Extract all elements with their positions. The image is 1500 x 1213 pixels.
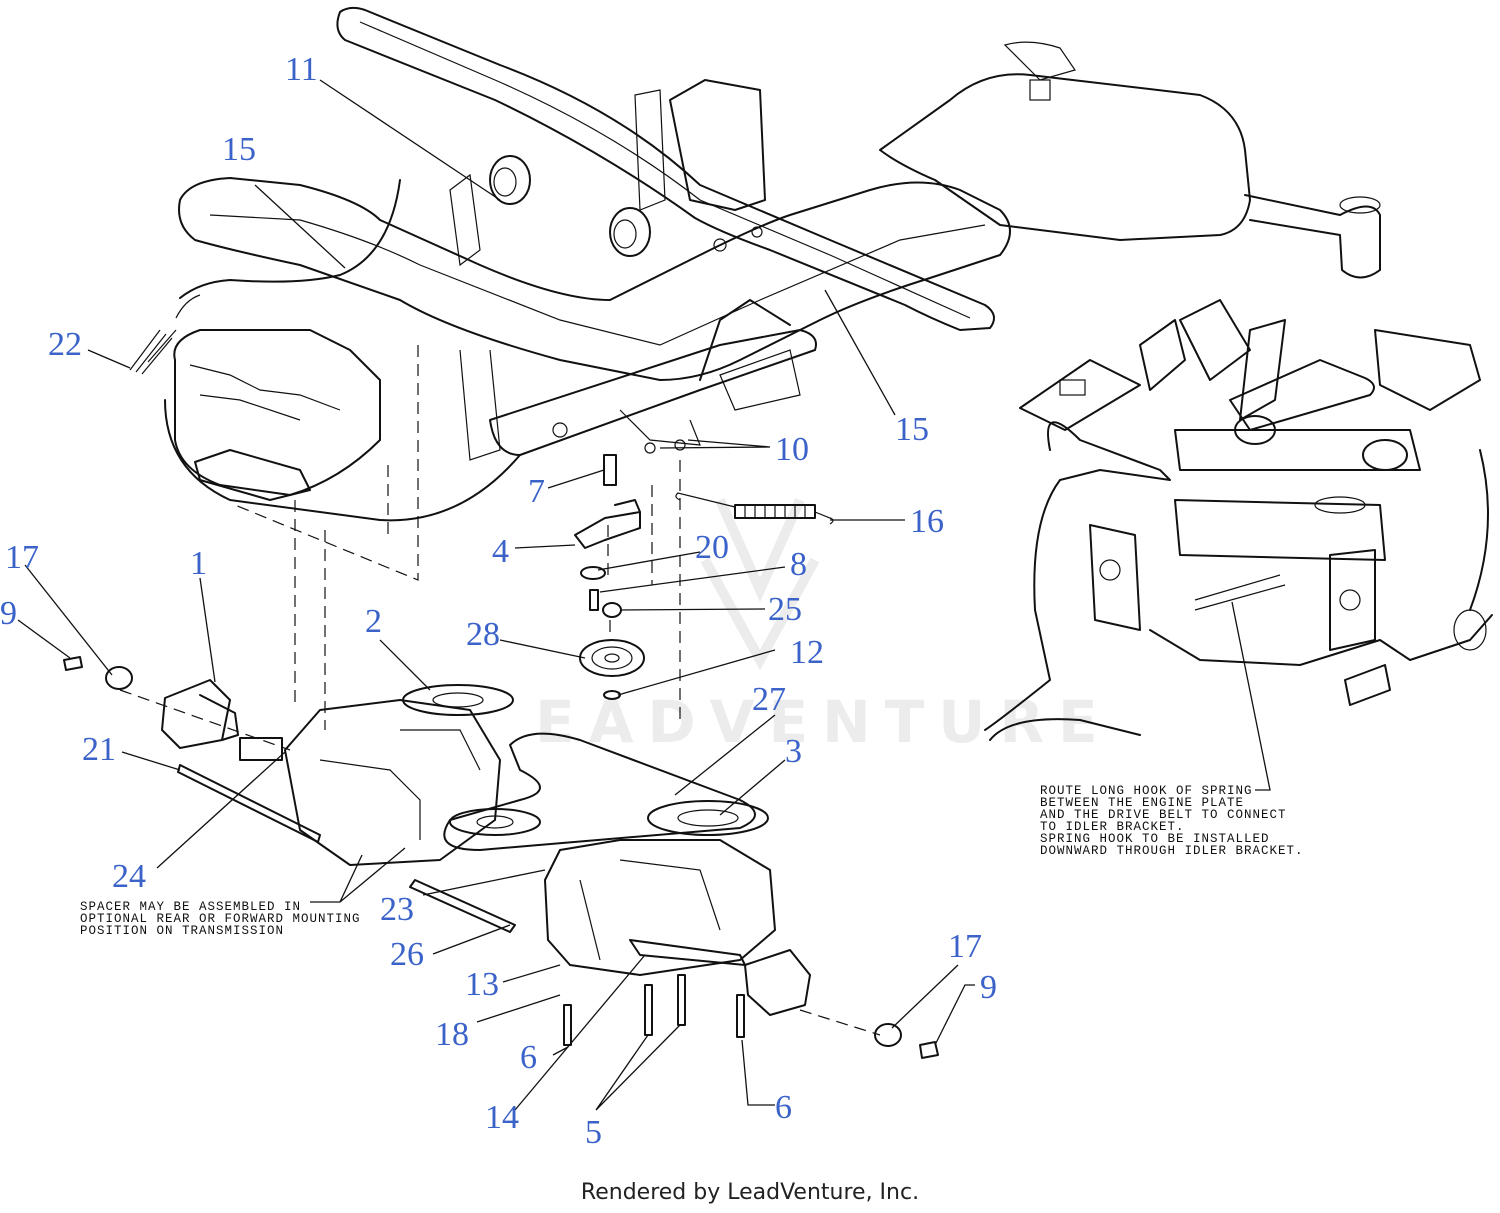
callout-21: 21	[82, 731, 116, 768]
leader-lines	[17, 79, 1271, 1111]
callout-4: 4	[492, 533, 509, 570]
right-hub	[563, 949, 939, 1059]
callout-17-left: 17	[5, 539, 39, 576]
spring-route-note-line: AND THE DRIVE BELT TO CONNECT	[1040, 808, 1287, 822]
callout-22: 22	[48, 326, 82, 363]
callout-10: 10	[775, 431, 809, 468]
spring-route-note-line: SPRING HOOK TO BE INSTALLED	[1040, 832, 1270, 846]
callout-2: 2	[365, 603, 382, 640]
spacer-note-line: SPACER MAY BE ASSEMBLED IN	[80, 900, 301, 914]
callout-25: 25	[768, 591, 802, 628]
frame-assembly	[164, 6, 1381, 522]
callout-24: 24	[112, 858, 146, 895]
idler-stack	[574, 454, 645, 700]
callout-18: 18	[435, 1016, 469, 1053]
left-transmission	[284, 684, 541, 866]
callout-23: 23	[380, 891, 414, 928]
spring-route-note-line: BETWEEN THE ENGINE PLATE	[1040, 796, 1244, 810]
footer-credit: Rendered by LeadVenture, Inc.	[580, 1180, 920, 1205]
spacer-note-line: OPTIONAL REAR OR FORWARD MOUNTING	[80, 912, 361, 926]
callout-13: 13	[465, 966, 499, 1003]
spring-route-note-line: ROUTE LONG HOOK OF SPRING	[1040, 784, 1253, 798]
callout-3: 3	[785, 733, 802, 770]
callout-9-left: 9	[0, 595, 17, 632]
callout-28: 28	[466, 616, 500, 653]
callout-6-left: 6	[520, 1039, 537, 1076]
callout-1: 1	[190, 545, 207, 582]
watermark-logo	[700, 497, 820, 671]
callout-20: 20	[695, 529, 729, 566]
spring-route-note-line: DOWNWARD THROUGH IDLER BRACKET.	[1040, 844, 1304, 858]
callout-15-left: 15	[222, 131, 256, 168]
callout-12: 12	[790, 634, 824, 671]
callout-15-right: 15	[895, 411, 929, 448]
inset-detail-view	[984, 299, 1493, 741]
callout-26: 26	[390, 936, 424, 973]
assembly-lines	[119, 345, 881, 1036]
right-transmission	[409, 800, 776, 976]
callout-17-right: 17	[948, 928, 982, 965]
watermark-text: EADVENTURE	[535, 688, 1112, 756]
callout-11: 11	[285, 51, 318, 88]
callout-6-right: 6	[775, 1089, 792, 1126]
spacer-note-line: POSITION ON TRANSMISSION	[80, 924, 284, 938]
spring-route-note-line: TO IDLER BRACKET.	[1040, 820, 1185, 834]
callout-8: 8	[790, 546, 807, 583]
drive-belt	[443, 732, 756, 851]
callout-27: 27	[752, 681, 786, 718]
spring-22	[129, 294, 201, 375]
callout-7: 7	[528, 473, 545, 510]
wire-harness	[179, 179, 401, 299]
callout-14: 14	[485, 1099, 519, 1136]
callout-5: 5	[585, 1114, 602, 1151]
spring-16	[675, 492, 834, 525]
callout-9-right: 9	[980, 969, 997, 1006]
callout-labels: 11 15 22 15 10 7 16 4 20 8 25 28 12 17 9…	[0, 51, 997, 1151]
callout-16: 16	[910, 503, 944, 540]
